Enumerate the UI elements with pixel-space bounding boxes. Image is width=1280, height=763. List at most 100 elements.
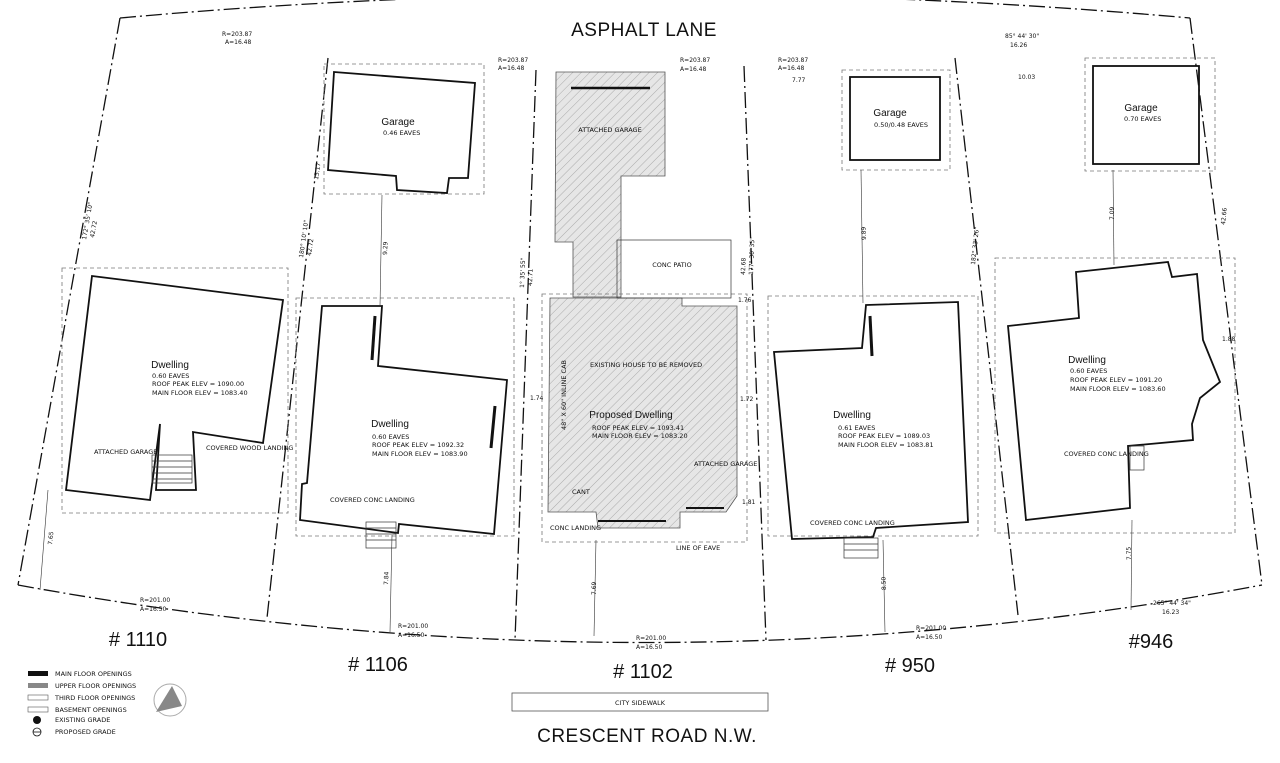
label-dwelling-946: Dwelling [1068, 355, 1106, 366]
dim-bearing-br2: 16.23 [1162, 609, 1179, 616]
legend-proposed-grade: PROPOSED GRADE [55, 728, 116, 736]
legend-upper-floor: UPPER FLOOR OPENINGS [55, 682, 136, 690]
dim-arc-top-c2: A=16.48 [680, 66, 706, 73]
landing-1102: CONC LANDING [550, 524, 601, 532]
garage-1110: ATTACHED GARAGE [94, 448, 157, 456]
eaves-946: 0.60 EAVES [1070, 367, 1107, 375]
lot-946 [994, 57, 1236, 534]
patio-1102: CONC PATIO [652, 261, 692, 269]
dim-1517: 15.17 [313, 162, 322, 180]
roof-1106: ROOF PEAK ELEV = 1092.32 [372, 441, 464, 449]
cant-1102: CANT [572, 488, 590, 496]
dim-arc-bot-4b: A=16.50 [916, 634, 942, 641]
landing-946: COVERED CONC LANDING [1064, 450, 1149, 458]
dim-989: 9.89 [861, 226, 868, 240]
dim-arc-bot-1b: A=16.50 [140, 606, 166, 613]
garage-1102: ATTACHED GARAGE [578, 126, 641, 134]
dim-arc-top-left2: A=16.48 [225, 39, 251, 46]
dim-709: 7.09 [1109, 206, 1116, 220]
dimension-lines [39, 169, 1133, 637]
floor-1102: MAIN FLOOR ELEV = 1083.20 [592, 432, 688, 440]
eave-line-1102: LINE OF EAVE [676, 544, 720, 552]
roof-1110: ROOF PEAK ELEV = 1090.00 [152, 380, 244, 388]
landing-1110: COVERED WOOD LANDING [206, 444, 293, 452]
dim-769: 7.69 [591, 581, 598, 595]
legend: MAIN FLOOR OPENINGS UPPER FLOOR OPENINGS… [54, 670, 136, 736]
dim-929: 9.29 [382, 241, 389, 255]
legend-basement: BASEMENT OPENINGS [55, 706, 127, 714]
address-1102: # 1102 [613, 661, 673, 683]
dim-bearing-tr: 85° 44' 30" [1005, 33, 1039, 40]
dimension-labels: R=203.87 A=16.48 R=203.87 A=16.48 R=203.… [47, 31, 1236, 651]
landing-950: COVERED CONC LANDING [810, 519, 895, 527]
address-1110: # 1110 [109, 629, 167, 651]
label-garage-1106: Garage [381, 117, 415, 128]
dim-777: 7.77 [792, 77, 806, 84]
dim-arc-top-left: R=203.87 [222, 31, 252, 38]
label-garage-946: Garage [1124, 103, 1158, 114]
roof-950: ROOF PEAK ELEV = 1089.03 [838, 432, 930, 440]
legend-third-floor: THIRD FLOOR OPENINGS [54, 694, 135, 702]
garage-eaves-950: 0.50/0.48 EAVES [874, 121, 928, 129]
dim-side2b: 42.72 [306, 238, 315, 256]
legend-swatches [27, 671, 49, 737]
dim-side5: 182° 33' 26" [970, 227, 981, 266]
street-south: CRESCENT ROAD N.W. [537, 726, 757, 747]
floor-950: MAIN FLOOR ELEV = 1083.81 [838, 441, 934, 449]
label-dwelling-1110: Dwelling [151, 360, 189, 371]
lot-1106 [295, 63, 515, 549]
dim-174: 1.74 [530, 395, 544, 402]
address-950: # 950 [885, 655, 935, 677]
address-946: #946 [1129, 631, 1174, 653]
dim-arc-top-c: R=203.87 [680, 57, 710, 64]
dim-arc-top-mid: R=203.87 [498, 57, 528, 64]
label-dwelling-950: Dwelling [833, 410, 871, 421]
dim-arc-bot-4: R=201.00 [916, 625, 946, 632]
dim-1003: 10.03 [1018, 74, 1035, 81]
sidewalk [511, 692, 769, 712]
dim-bearing-br: 265° 44' 34" [1153, 600, 1191, 607]
lot-1102 [541, 71, 748, 543]
dim-775: 7.75 [1126, 546, 1133, 560]
dim-181: 1.81 [742, 499, 756, 506]
dim-side3: 1° 35' 55" [519, 257, 527, 288]
garage-eaves-1106: 0.46 EAVES [383, 129, 420, 137]
legend-existing-grade: EXISTING GRADE [55, 716, 110, 724]
dim-side3b: 42.71 [527, 268, 535, 286]
dim-arc-bot-3b: A=16.50 [636, 644, 662, 651]
label-proposed-dwelling: Proposed Dwelling [589, 410, 672, 421]
landing-1106: COVERED CONC LANDING [330, 496, 415, 504]
floor-1110: MAIN FLOOR ELEV = 1083.40 [152, 389, 248, 397]
dim-arc-bot-2: R=201.00 [398, 623, 428, 630]
dim-arc-top-mid2: A=16.48 [498, 65, 524, 72]
dim-176: 1.76 [738, 297, 752, 304]
lot-1110 [61, 267, 289, 514]
eaves-1106: 0.60 EAVES [372, 433, 409, 441]
inline-cab-1102: 48" X 60" INLINE CAB [560, 360, 568, 430]
dim-arc-bot-3: R=201.00 [636, 635, 666, 642]
dim-188: 1.88 [1222, 336, 1236, 343]
north-arrow-icon [153, 683, 187, 717]
label-garage-950: Garage [873, 108, 907, 119]
roof-1102: ROOF PEAK ELEV = 1093.41 [592, 424, 684, 432]
dim-784: 7.84 [383, 571, 390, 585]
dim-arc-top-r2: A=16.48 [778, 65, 804, 72]
dim-side4: 177° 30' 35" [748, 237, 756, 275]
eaves-1110: 0.60 EAVES [152, 372, 189, 380]
garage2-1102: ATTACHED GARAGE [694, 460, 757, 468]
address-1106: # 1106 [348, 654, 408, 676]
floor-946: MAIN FLOOR ELEV = 1083.60 [1070, 385, 1166, 393]
legend-main-floor: MAIN FLOOR OPENINGS [55, 670, 132, 678]
dim-side5b: 42.66 [1220, 207, 1229, 225]
dim-bearing-tr2: 16.26 [1010, 42, 1027, 49]
dim-172: 1.72 [740, 396, 754, 403]
dim-side4b: 42.68 [740, 257, 748, 275]
roof-946: ROOF PEAK ELEV = 1091.20 [1070, 376, 1162, 384]
label-dwelling-1106: Dwelling [371, 419, 409, 430]
property-lines [17, 0, 1263, 644]
dim-side1b: 42.72 [89, 220, 99, 238]
sidewalk-label: CITY SIDEWALK [615, 699, 666, 707]
eaves-950: 0.61 EAVES [838, 424, 875, 432]
street-north: ASPHALT LANE [571, 20, 717, 41]
